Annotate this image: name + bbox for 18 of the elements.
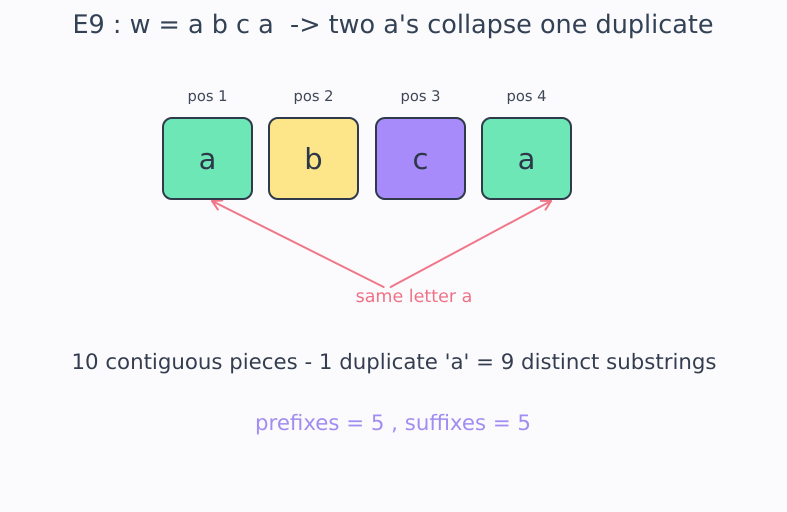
position-label: pos 2 bbox=[294, 88, 334, 105]
diagram-title: E9 : w = a b c a -> two a's collapse one duplicate bbox=[72, 9, 714, 42]
tile-letter: b bbox=[304, 142, 323, 176]
tile-letter: a bbox=[198, 142, 216, 176]
letter-tile bbox=[481, 117, 572, 200]
letter-tile bbox=[268, 117, 359, 200]
tile-letter: a bbox=[518, 142, 536, 176]
letter-tile bbox=[162, 117, 253, 200]
position-label: pos 4 bbox=[506, 88, 546, 105]
tile-letter: c bbox=[412, 142, 428, 176]
arrow bbox=[211, 200, 385, 288]
count-text: prefixes = 5 , suffixes = 5 bbox=[255, 410, 531, 438]
position-label: pos 3 bbox=[400, 88, 440, 105]
callout-text: same letter a bbox=[356, 287, 472, 307]
letter-tile bbox=[375, 117, 466, 200]
arrow bbox=[390, 200, 552, 288]
summary-text: 10 contiguous pieces - 1 duplicate 'a' = 9 distinct substrings bbox=[71, 349, 717, 377]
position-label: pos 1 bbox=[188, 88, 228, 105]
